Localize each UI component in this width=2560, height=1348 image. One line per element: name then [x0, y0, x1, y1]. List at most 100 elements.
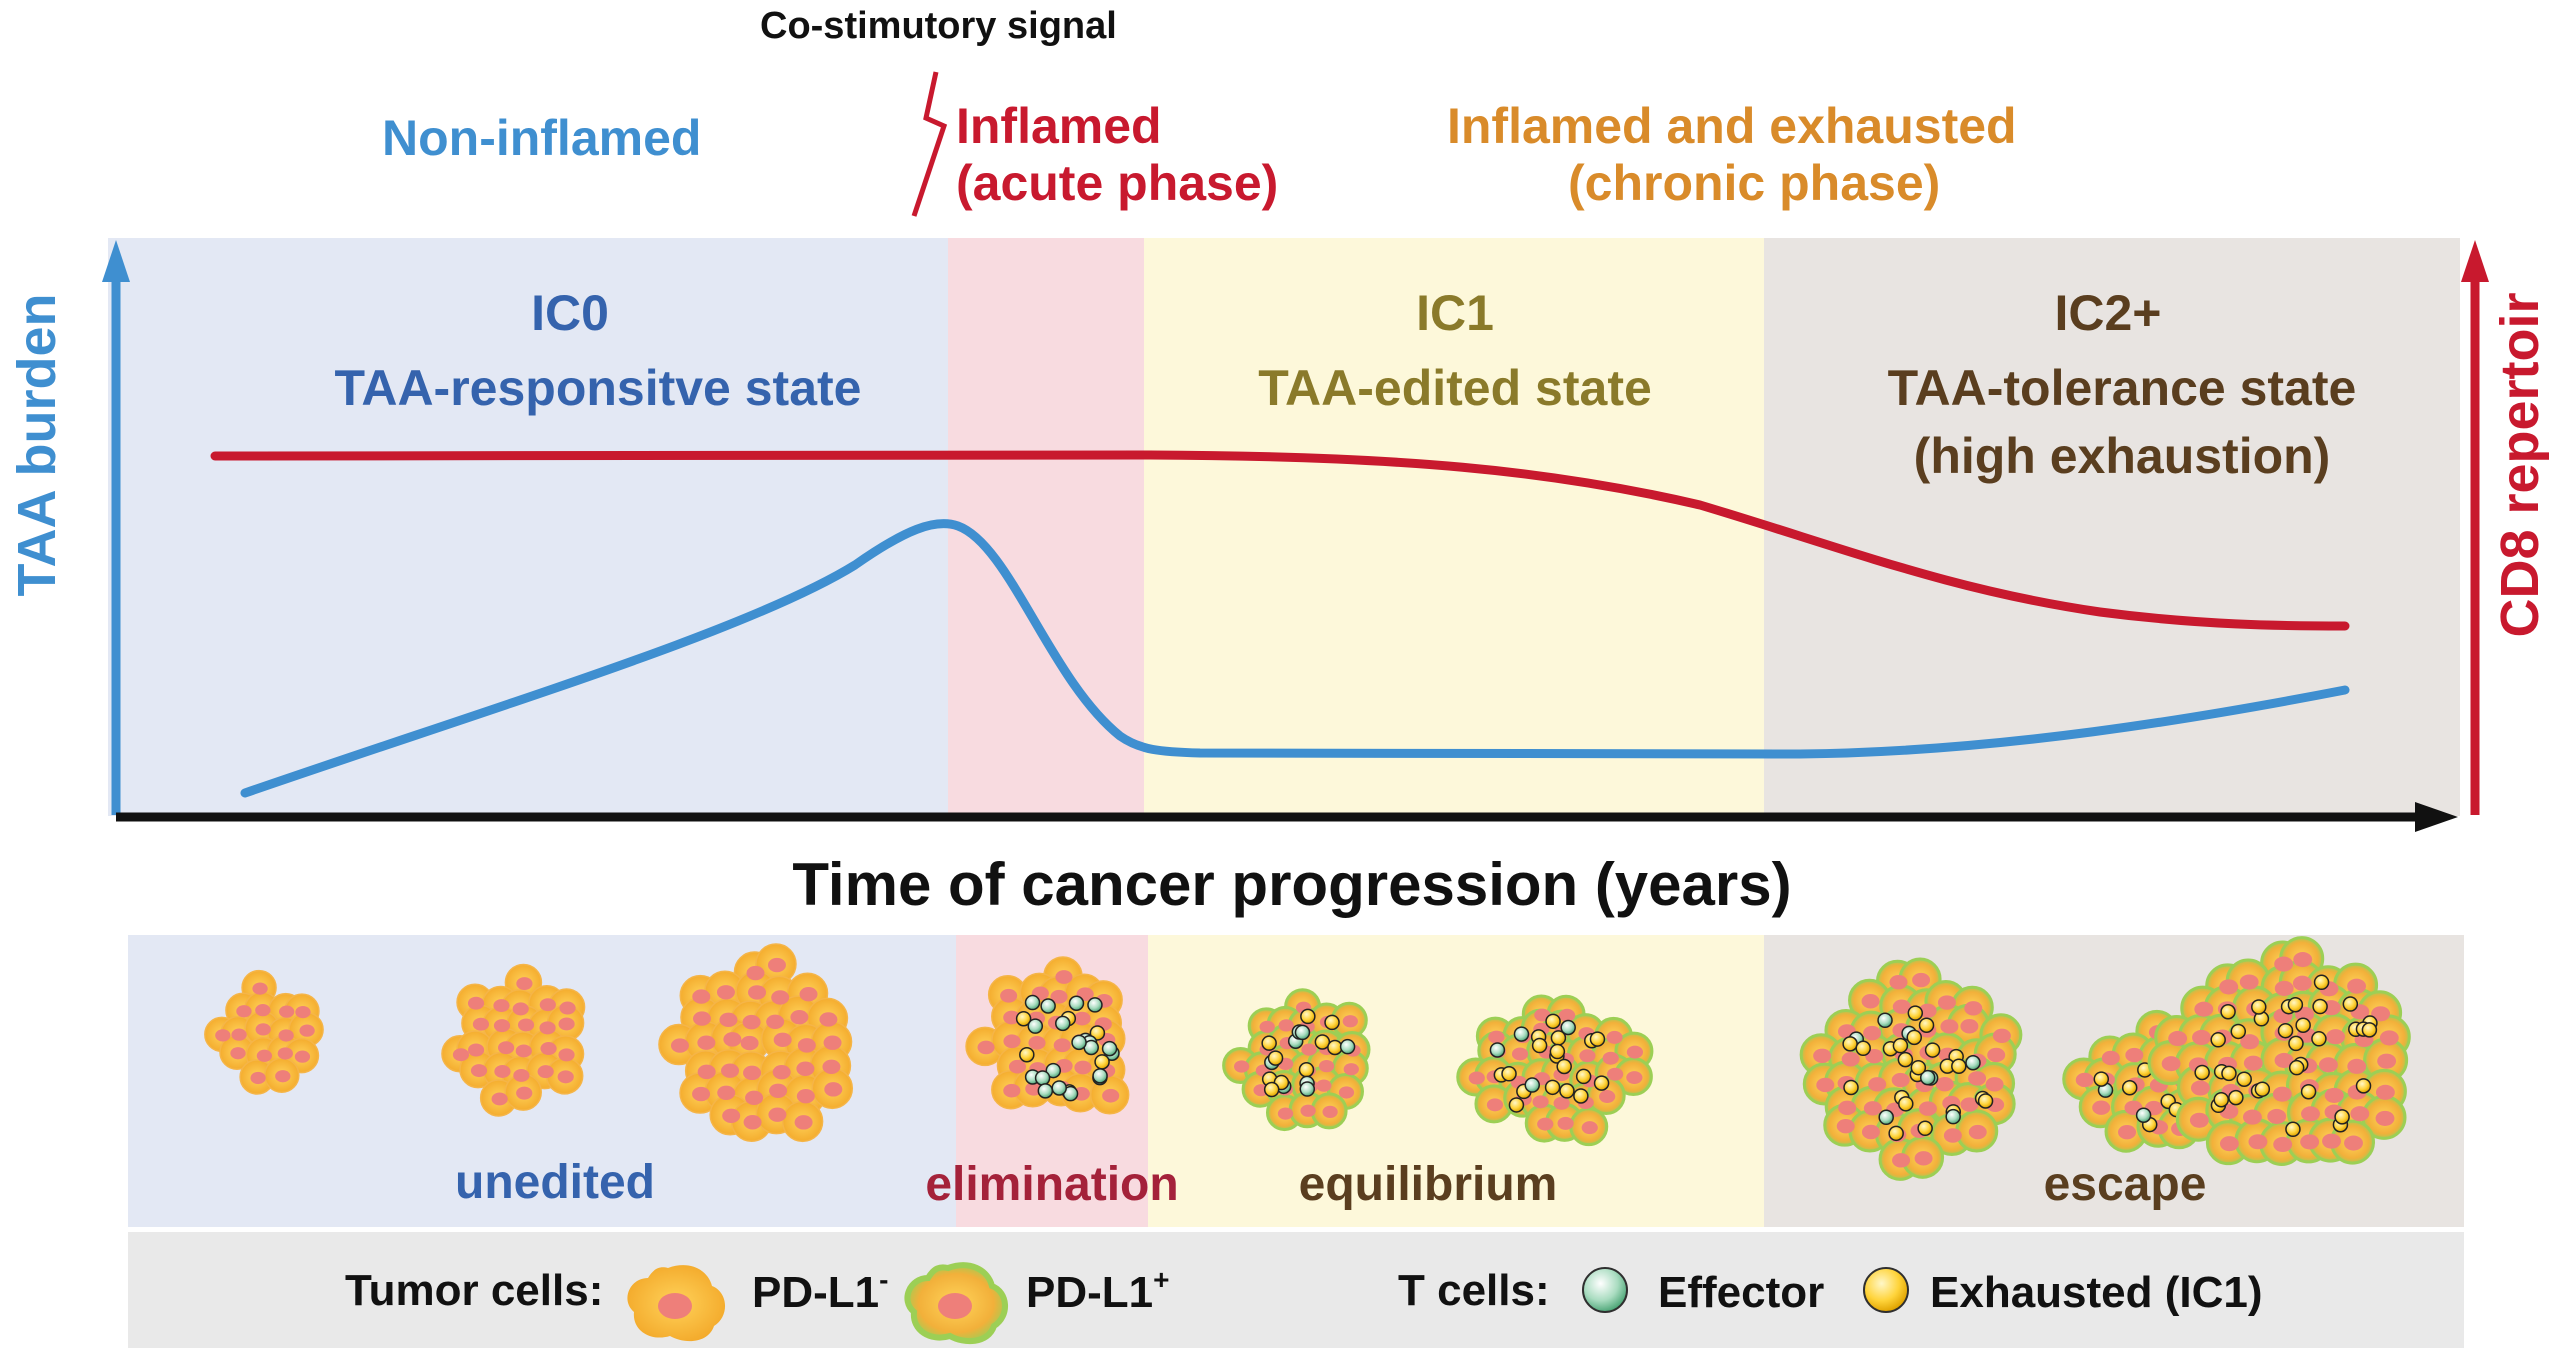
tumor-nucleus — [1488, 1030, 1505, 1044]
exhausted-tcell — [2355, 1078, 2372, 1094]
phase-title-ic0: IC0 — [531, 285, 609, 341]
tumor-nucleus — [1918, 1003, 1937, 1018]
tumor-nucleus — [493, 1019, 511, 1033]
exhausted-tcell — [1019, 1046, 1035, 1063]
exhausted-tcell — [1918, 1017, 1935, 1033]
exhausted-tcell — [1094, 1054, 1110, 1070]
lightning-icon — [911, 71, 948, 217]
tumor-nucleus — [1861, 994, 1880, 1009]
exhausted-tcell — [1501, 1066, 1517, 1082]
tumor-nucleus — [773, 1032, 792, 1048]
tumor-nucleus — [278, 1029, 294, 1042]
tumor-nucleus — [1606, 1030, 1623, 1044]
tumor-nucleus — [772, 1064, 791, 1080]
exhausted-tcell — [1888, 1125, 1904, 1142]
effector-tcell — [1489, 1042, 1506, 1058]
phase-subtitle-ic0: TAA-responsitve state — [335, 360, 862, 416]
exhausted-tcell — [2251, 999, 2267, 1015]
tumor-cluster-equilibrium-1 — [1222, 988, 1371, 1132]
effector-tcell — [1040, 998, 1056, 1014]
exhausted-tcell — [1842, 1036, 1858, 1052]
exhausted-tcell — [2213, 1091, 2230, 1108]
exhausted-tcell — [1549, 1043, 1566, 1060]
tumor-nucleus — [1960, 1097, 1979, 1112]
tumor-nucleus — [2240, 1034, 2260, 1050]
tumor-nucleus — [1813, 1048, 1832, 1063]
tumor-nucleus — [1053, 1038, 1071, 1053]
tumor-nucleus — [1891, 1072, 1910, 1088]
tumor-nucleus — [1964, 1001, 1983, 1016]
effector-tcell — [1339, 1038, 1356, 1055]
tumor-nucleus — [824, 1082, 843, 1097]
inflamed-label-2: (acute phase) — [956, 155, 1278, 211]
tumor-nucleus — [1889, 975, 1908, 990]
tumor-nucleus — [2379, 1030, 2399, 1046]
tumor-nucleus — [1553, 1096, 1570, 1110]
y-axis-left-arrowhead — [102, 240, 130, 282]
tumor-nucleus — [794, 1115, 813, 1130]
legend-pdl1-pos: PD-L1+ — [1026, 1264, 1169, 1317]
tumor-nucleus — [2239, 974, 2259, 990]
tumor-nucleus — [2293, 952, 2313, 968]
y-axis-left-label: TAA burden — [7, 294, 67, 597]
tumor-nucleus — [540, 1042, 557, 1056]
tumor-nucleus — [719, 1012, 738, 1028]
legend-tumor-label: Tumor cells: — [345, 1266, 603, 1315]
tumor-nucleus — [2075, 1072, 2094, 1088]
tumor-nucleus — [470, 1064, 488, 1078]
tumor-nucleus — [1050, 989, 1068, 1004]
effector-tcell — [1945, 1108, 1961, 1125]
exhausted-tcell — [2287, 996, 2304, 1013]
tumor-nucleus — [498, 1041, 515, 1055]
tumor-nucleus — [2267, 1108, 2287, 1124]
tumor-nucleus — [558, 1017, 575, 1031]
tumor-nucleus — [2219, 1136, 2239, 1152]
tumor-nucleus — [748, 985, 767, 1000]
tumor-nucleus — [1259, 1020, 1275, 1033]
effector-tcell — [1965, 1055, 1981, 1071]
tumor-nucleus — [717, 1085, 736, 1100]
tumor-nucleus — [771, 990, 790, 1005]
phase-subtitle-ic2: TAA-tolerance state — [1888, 360, 2357, 416]
x-axis-arrowhead — [2415, 802, 2458, 832]
tumor-nucleus — [299, 1024, 315, 1037]
tumor-nucleus — [740, 1035, 759, 1051]
exhausted-tcell — [1917, 1120, 1933, 1137]
tumor-nucleus — [1943, 1128, 1962, 1143]
tumor-nucleus — [796, 1088, 815, 1104]
tumor-nucleus — [2272, 1086, 2292, 1102]
legend-box — [128, 1232, 2464, 1348]
tumor-nucleus — [539, 998, 556, 1012]
tumor-nucleus — [279, 1005, 295, 1018]
tumor-nucleus — [275, 1070, 291, 1083]
effector-tcell — [1919, 1069, 1936, 1086]
stage-label-escape: escape — [2044, 1158, 2207, 1211]
tumor-nucleus — [722, 1108, 741, 1123]
tumor-nucleus — [1468, 1071, 1485, 1085]
effector-tcell — [1068, 995, 1085, 1012]
phase-subtitle2-ic2: (high exhaustion) — [1914, 428, 2331, 484]
tumor-nucleus — [746, 965, 765, 981]
tumor-cluster-escape-3 — [2147, 936, 2411, 1166]
tumor-nucleus — [2274, 956, 2294, 972]
tumor-nucleus — [1602, 1051, 1619, 1065]
tumor-nucleus — [2192, 1029, 2211, 1046]
cd8-repertoire-curve — [210, 450, 2350, 631]
tumor-nucleus — [1342, 1015, 1358, 1028]
tumor-nucleus — [1607, 1067, 1624, 1081]
exhausted-tcell — [2220, 1003, 2236, 1020]
x-axis-label: Time of cancer progression (years) — [792, 851, 1791, 918]
legend-effector: Effector — [1658, 1268, 1824, 1317]
tumor-nucleus — [230, 1047, 246, 1060]
inflamed-region — [948, 238, 1144, 816]
tumor-nucleus — [1073, 1011, 1091, 1026]
tumor-nucleus — [697, 1035, 716, 1050]
stage-label-equilibrium: equilibrium — [1299, 1158, 1558, 1211]
tumor-nucleus — [1557, 1116, 1574, 1130]
tumor-nucleus — [2274, 1052, 2294, 1068]
tumor-nucleus — [1008, 1059, 1027, 1074]
tumor-nucleus — [2375, 1084, 2395, 1100]
tumor-nucleus — [517, 1018, 535, 1032]
tumor-nucleus — [692, 1086, 711, 1102]
tumor-nucleus — [1626, 1071, 1643, 1085]
